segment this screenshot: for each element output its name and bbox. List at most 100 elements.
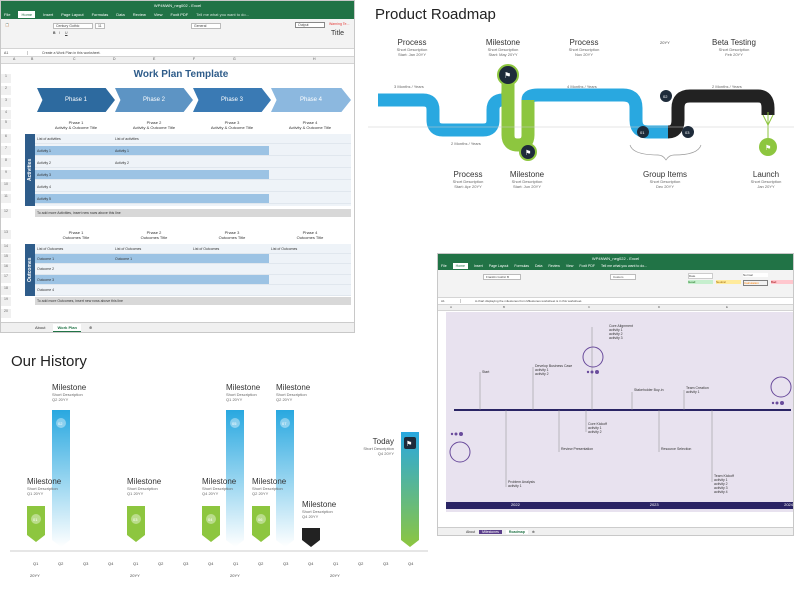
table-cell[interactable]: List of Outcomes (35, 244, 113, 254)
table-cell[interactable]: Activity 3 (35, 170, 113, 180)
table-cell[interactable]: Outcome 1 (35, 254, 113, 265)
table-cell[interactable]: Outcome 3 (35, 275, 113, 286)
tab2-roadmap[interactable]: Roadmap (505, 529, 528, 534)
menu2-page-layout[interactable]: Page Layout (488, 264, 509, 268)
col-a[interactable]: A (13, 57, 16, 61)
font-size-select[interactable]: 11 (95, 23, 105, 29)
row-number[interactable]: 7 (1, 146, 11, 155)
table-cell[interactable] (191, 275, 269, 286)
row-number[interactable]: 19 (1, 297, 11, 306)
row-number[interactable]: 6 (1, 134, 11, 143)
menu-review[interactable]: Review (132, 12, 146, 17)
menu2-data[interactable]: Data (535, 264, 543, 268)
table-cell[interactable] (191, 254, 269, 265)
table-cell[interactable] (269, 194, 351, 204)
col-g[interactable]: G (233, 57, 236, 61)
menu-formulas[interactable]: Formulas (91, 12, 109, 17)
col2-e[interactable]: E (726, 305, 729, 309)
style2-neutral[interactable]: Neutral (716, 280, 741, 284)
table-cell[interactable] (269, 275, 351, 286)
row-number[interactable]: 20 (1, 309, 11, 318)
italic-button[interactable]: I (59, 31, 60, 35)
table-cell[interactable] (269, 254, 351, 265)
menu2-file[interactable]: File (441, 264, 447, 268)
formula-content[interactable]: Create a Work Plan in this worksheet. (42, 50, 101, 55)
table-cell[interactable] (269, 134, 351, 144)
formula2-content[interactable]: A chart displaying the milestones from M… (475, 299, 583, 303)
row-number[interactable]: 8 (1, 158, 11, 167)
table-cell[interactable] (113, 170, 191, 180)
table-cell[interactable] (269, 264, 351, 275)
table-cell[interactable]: List of Outcomes (113, 244, 191, 254)
style-output[interactable]: Output (295, 22, 325, 28)
table-cell[interactable] (191, 182, 269, 192)
table-cell[interactable] (269, 158, 351, 168)
table-cell[interactable]: Activity 2 (35, 158, 113, 168)
table-cell[interactable] (191, 285, 269, 296)
menu2-foxit[interactable]: Foxit PDF (579, 264, 595, 268)
col2-d[interactable]: D (658, 305, 661, 309)
table-cell[interactable] (113, 275, 191, 286)
row-number[interactable]: 9 (1, 170, 11, 179)
col-d[interactable]: D (113, 57, 116, 61)
row-number[interactable]: 3 (1, 98, 11, 107)
menu-page-layout[interactable]: Page Layout (61, 12, 84, 17)
col-h[interactable]: H (313, 57, 316, 61)
style2-bad[interactable]: Bad (771, 280, 793, 284)
tab2-about[interactable]: About (466, 529, 476, 534)
col-f[interactable]: F (193, 57, 196, 61)
table-cell[interactable]: List of activities (113, 134, 191, 144)
col-c[interactable]: C (73, 57, 76, 61)
table-cell[interactable] (269, 182, 351, 192)
menu2-view[interactable]: View (565, 264, 574, 268)
table-cell[interactable]: List of Outcomes (191, 244, 269, 254)
menu2-formulas[interactable]: Formulas (514, 264, 529, 268)
row-number[interactable]: 5 (1, 120, 11, 129)
row-number[interactable]: 15 (1, 254, 11, 263)
menu-file[interactable]: File (4, 12, 11, 17)
table-cell[interactable] (191, 194, 269, 204)
add-sheet2-icon[interactable]: ⊕ (531, 529, 535, 534)
row-number[interactable]: 2 (1, 86, 11, 95)
add-sheet-icon[interactable]: ⊕ (88, 325, 93, 330)
menu2-home[interactable]: Home (452, 263, 468, 269)
row-number[interactable]: 17 (1, 274, 11, 283)
table-cell[interactable]: Activity 5 (35, 194, 113, 204)
row-number[interactable]: 4 (1, 110, 11, 119)
number-format-select[interactable]: General (191, 23, 221, 29)
table-cell[interactable] (269, 285, 351, 296)
style2-good[interactable]: Good (688, 280, 713, 284)
table-cell[interactable]: List of Outcomes (269, 244, 351, 254)
row-number[interactable]: 14 (1, 244, 11, 253)
menu2-insert[interactable]: Insert (473, 264, 483, 268)
menu2-review[interactable]: Review (548, 264, 560, 268)
paste-icon[interactable]: 📋 (5, 23, 10, 27)
table-cell[interactable] (191, 264, 269, 275)
table-cell[interactable]: Activity 2 (113, 158, 191, 168)
row-number[interactable]: 1 (1, 74, 11, 83)
menu-home[interactable]: Home (18, 11, 36, 18)
table-cell[interactable]: Outcome 2 (35, 264, 113, 275)
col-e[interactable]: E (153, 57, 156, 61)
row-number[interactable]: 10 (1, 182, 11, 191)
col2-b[interactable]: B (503, 305, 506, 309)
name2-box[interactable]: A1 (441, 299, 461, 303)
table-cell[interactable]: Outcome 4 (35, 285, 113, 296)
row-number[interactable]: 11 (1, 194, 11, 203)
table-cell[interactable] (113, 194, 191, 204)
tab-work-plan[interactable]: Work Plan (53, 323, 81, 332)
table-cell[interactable] (191, 170, 269, 180)
table-cell[interactable] (269, 170, 351, 180)
table-cell[interactable] (113, 182, 191, 192)
tab-about[interactable]: About (35, 325, 46, 330)
name-box[interactable]: A1 (4, 50, 28, 55)
table-cell[interactable]: Activity 1 (113, 146, 191, 156)
table-cell[interactable] (191, 158, 269, 168)
style-title[interactable]: Title (331, 30, 344, 37)
table-cell[interactable]: Activity 1 (35, 146, 113, 156)
underline-button[interactable]: U (65, 31, 68, 35)
table-cell[interactable] (113, 264, 191, 275)
menu-data[interactable]: Data (116, 12, 125, 17)
table-cell[interactable]: Activity 4 (35, 182, 113, 192)
col2-c[interactable]: C (588, 305, 591, 309)
